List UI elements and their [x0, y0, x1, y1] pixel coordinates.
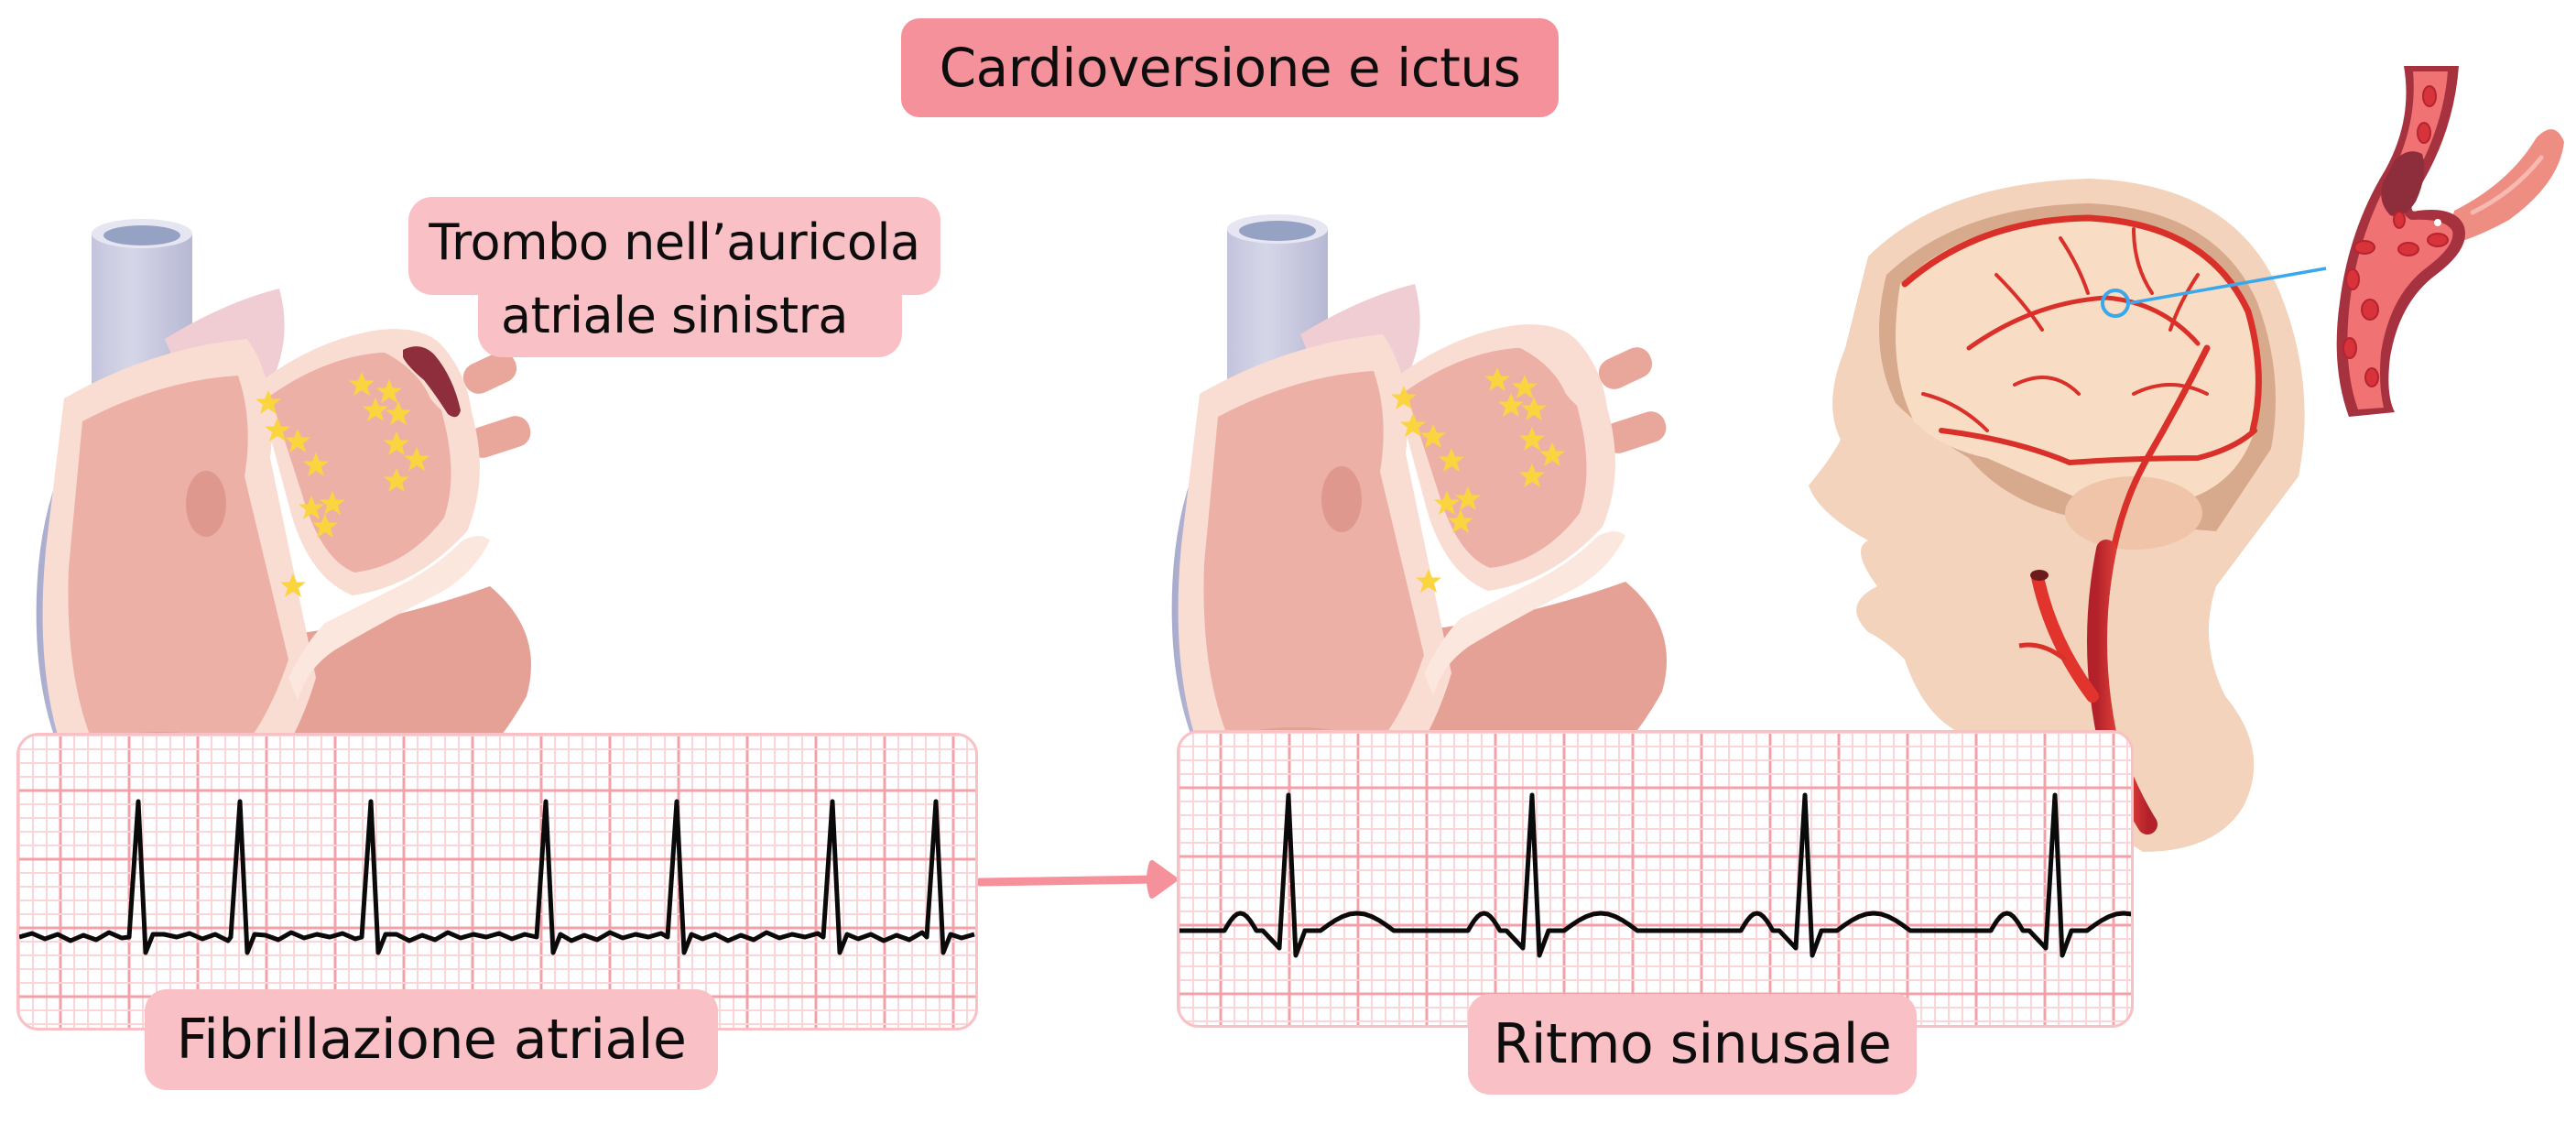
ecg-grid	[1179, 733, 2131, 1025]
ecg-trace-sinus	[1179, 733, 2131, 1025]
sinus-rhythm-label: Ritmo sinusale	[1468, 994, 1917, 1095]
thrombus-icon	[403, 346, 461, 418]
thrombus-label-line1: Trombo nell’auricola	[429, 213, 920, 271]
cardioversion-arrow	[975, 860, 1178, 899]
ecg-trace-line	[1179, 792, 2131, 958]
occluded-vessel-inset	[2330, 66, 2564, 417]
ecg-strip-sinus-rhythm	[1177, 730, 2134, 1028]
white-blood-cells	[2330, 219, 2441, 320]
ecg-strip-atrial-fibrillation	[16, 733, 978, 1030]
left-heart-illustration	[36, 219, 535, 925]
ecg-grid	[19, 736, 975, 1028]
connector-line	[2128, 267, 2327, 305]
ecg-trace-line	[19, 799, 975, 955]
thrombus-label: Trombo nell’auricola atriale sinistra	[408, 197, 940, 357]
thrombus-label-bg-bottom	[478, 275, 902, 357]
thrombus-label-line2: atriale sinistra	[501, 287, 848, 344]
page-title: Cardioversione e ictus	[901, 18, 1559, 117]
embolus-site-marker	[2101, 289, 2130, 318]
brain-icon	[1896, 216, 2261, 508]
af-label: Fibrillazione atriale	[145, 989, 718, 1090]
clot-icon	[2381, 151, 2425, 216]
ecg-trace-af	[19, 736, 975, 1028]
red-blood-cells	[2342, 85, 2449, 387]
head-brain-illustration	[1809, 179, 2327, 852]
